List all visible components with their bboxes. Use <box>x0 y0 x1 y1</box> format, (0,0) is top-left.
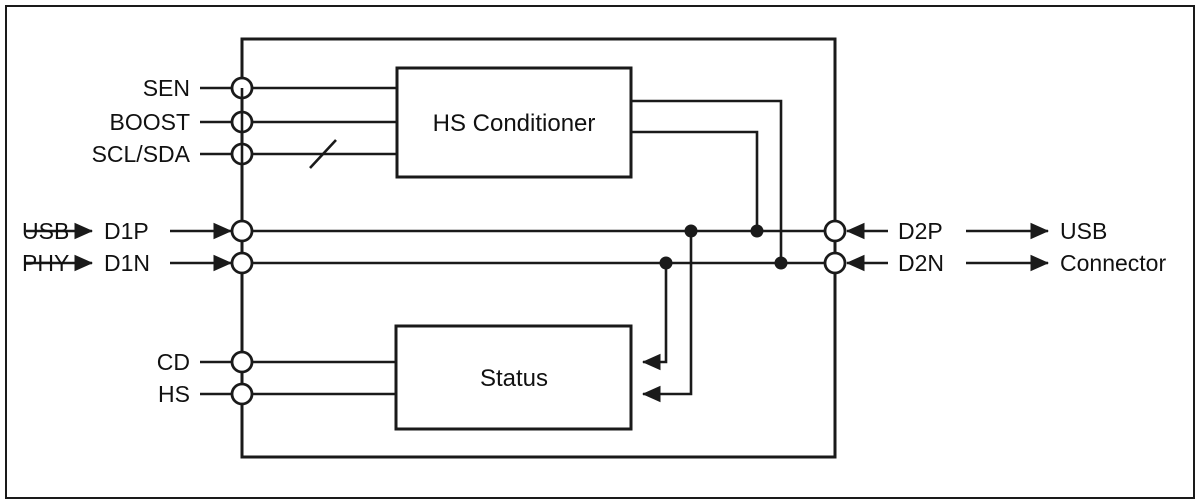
far-left-label-usb: USB <box>22 218 69 244</box>
wire-d1p-tap-to-status <box>641 231 693 403</box>
pin-label-hs: HS <box>158 381 190 407</box>
pin-d2p[interactable] <box>823 219 847 243</box>
far-right-label-connector: Connector <box>1060 250 1166 276</box>
far-right-label-usb: USB <box>1060 218 1107 244</box>
pin-label-sen: SEN <box>143 75 190 101</box>
pin-label-d1n: D1N <box>104 250 150 276</box>
pin-label-d1p: D1P <box>104 218 149 244</box>
block-status[interactable] <box>394 324 633 431</box>
far-left-label-phy: PHY <box>22 250 69 276</box>
wire-hs-conditioner-out2-to-d1p <box>631 130 759 231</box>
junction-dot-d1n-conditioner <box>774 256 788 270</box>
page-border <box>5 5 1195 499</box>
pin-hs[interactable] <box>230 382 254 406</box>
junction-dot-d1p-conditioner <box>750 224 764 238</box>
junction-dot-d1n-status-tap <box>659 256 673 270</box>
pin-label-d2p: D2P <box>898 218 943 244</box>
pin-label-boost: BOOST <box>109 109 190 135</box>
wire-d1n-tap-to-status <box>641 263 668 371</box>
block-hs-conditioner-label: HS Conditioner <box>433 110 596 137</box>
block-hs-conditioner[interactable] <box>395 66 633 179</box>
scl-sda-bus-slash-icon <box>309 139 337 169</box>
pin-d1p[interactable] <box>230 219 254 243</box>
pin-d2n[interactable] <box>823 251 847 275</box>
pin-cd[interactable] <box>230 350 254 374</box>
junction-dot-d1p-status-tap <box>684 224 698 238</box>
pin-label-d2n: D2N <box>898 250 944 276</box>
block-status-label: Status <box>480 365 548 392</box>
pin-d1n[interactable] <box>230 251 254 275</box>
pin-label-cd: CD <box>157 349 190 375</box>
pin-label-scl-sda: SCL/SDA <box>92 141 191 167</box>
wire-hs-conditioner-out1-to-d1n <box>631 99 783 263</box>
